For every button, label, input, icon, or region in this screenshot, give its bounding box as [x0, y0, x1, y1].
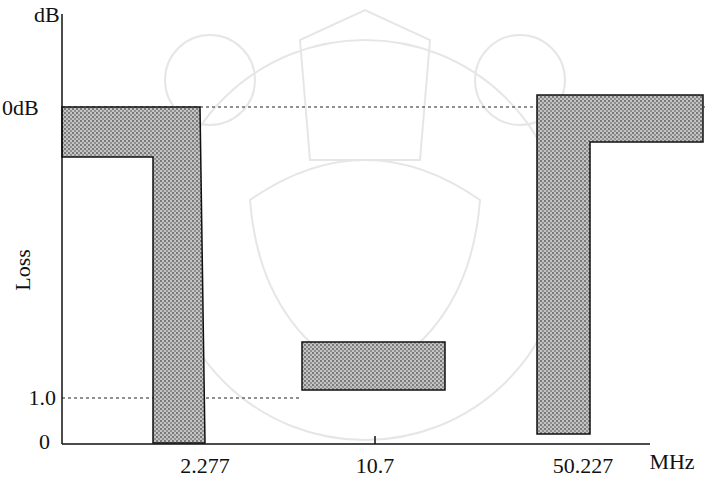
axis-value: 1.0 — [28, 387, 58, 409]
axis-unit: dB — [34, 4, 60, 26]
watermark-seal — [165, 10, 565, 440]
stopband-region — [537, 95, 703, 434]
passband-region — [302, 342, 445, 390]
axis-value: 0dB — [2, 97, 39, 119]
axis-value: 10.7 — [356, 455, 395, 477]
y-axis — [61, 14, 63, 444]
axis-value: 50.227 — [553, 455, 614, 477]
x-axis — [62, 443, 650, 445]
axis-value: 0 — [39, 431, 50, 453]
axis-title: Loss — [12, 249, 34, 291]
axis-unit: MHz — [649, 451, 694, 473]
stopband-region — [62, 107, 205, 443]
axis-value: 2.277 — [180, 455, 230, 477]
axis-tick — [374, 436, 376, 444]
